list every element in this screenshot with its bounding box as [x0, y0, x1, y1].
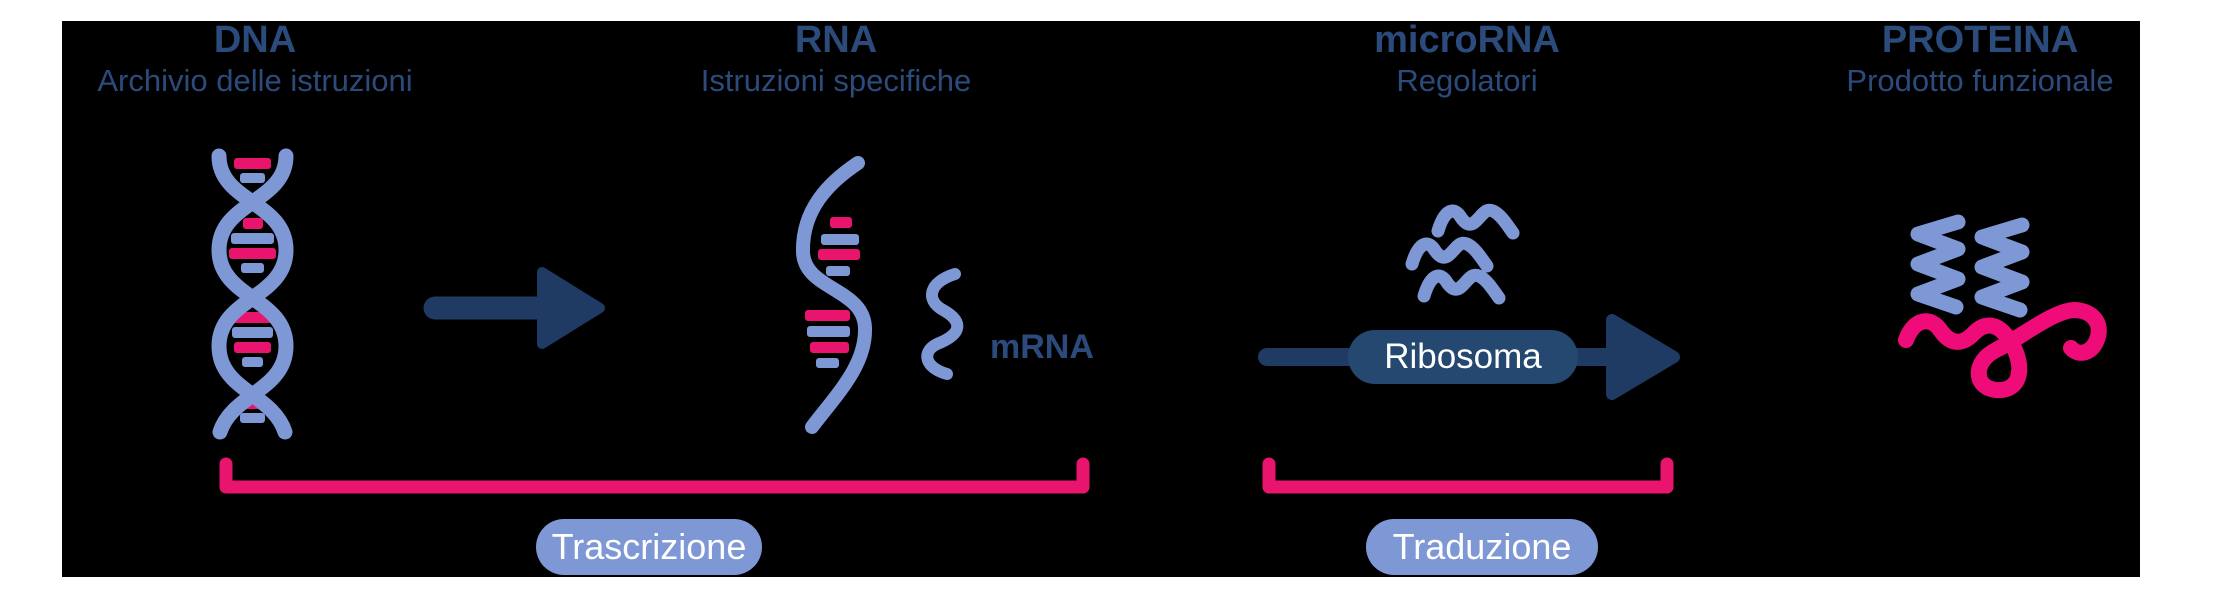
column-header-microrna: microRNA Regolatori: [1374, 18, 1560, 98]
transcription-bracket-icon: [219, 457, 1090, 494]
mrna-squiggle-icon: [921, 268, 964, 380]
column-header-rna: RNA Istruzioni specifiche: [701, 18, 972, 98]
proteina-title: PROTEINA: [1881, 19, 2079, 61]
protein-icon: [1898, 214, 2107, 399]
microrna-subtitle: Regolatori: [1396, 63, 1538, 98]
translation-bracket-icon: [1262, 457, 1674, 494]
dna-title: DNA: [213, 19, 297, 61]
translation-label: Traduzione: [1392, 526, 1572, 567]
translation-pill: Traduzione: [1366, 519, 1598, 575]
arrow-right-icon: [423, 267, 605, 349]
column-header-dna: DNA Archivio delle istruzioni: [97, 18, 412, 98]
transcription-label: Trascrizione: [551, 526, 747, 567]
microrna-title: microRNA: [1374, 19, 1560, 61]
column-header-proteina: PROTEINA Prodotto funzionale: [1846, 18, 2113, 98]
microrna-waves-icon: [1405, 203, 1520, 305]
transcription-pill: Trascrizione: [536, 519, 762, 575]
rna-strand-icon: [795, 156, 873, 434]
rna-subtitle: Istruzioni specifiche: [700, 63, 972, 98]
proteina-subtitle: Prodotto funzionale: [1846, 63, 2114, 98]
dna-helix-icon: [211, 148, 294, 440]
ribosome-pill: Ribosoma: [1348, 330, 1578, 384]
dna-subtitle: Archivio delle istruzioni: [97, 63, 413, 98]
mrna-label: mRNA: [990, 328, 1094, 366]
rna-title: RNA: [794, 19, 878, 61]
ribosome-label: Ribosoma: [1384, 337, 1542, 376]
